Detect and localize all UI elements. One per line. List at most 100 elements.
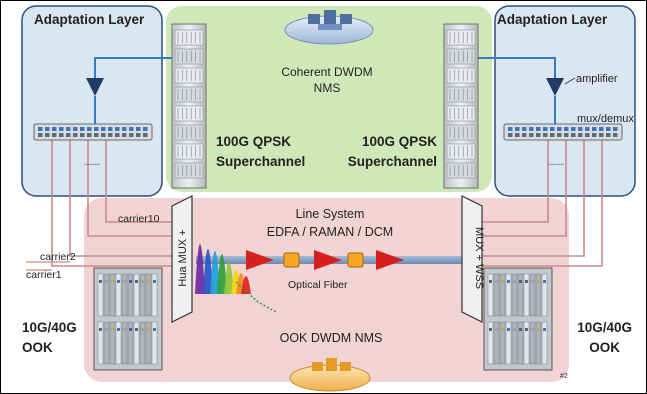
chassis-card — [511, 321, 518, 365]
chassis-card — [499, 273, 506, 317]
port-connector — [564, 127, 569, 131]
port-connector — [52, 127, 57, 131]
port-connector — [129, 127, 134, 131]
line-amplifier-icon-1 — [246, 250, 274, 270]
spectrum-lobe — [217, 254, 227, 294]
port-connector — [592, 133, 597, 137]
port-connector — [45, 127, 50, 131]
chassis-led — [513, 328, 516, 331]
ook-chassis-left — [93, 267, 163, 371]
ook-nms-label: OOK DWDM NMS — [280, 331, 383, 345]
amplifier-icon-left — [86, 78, 104, 96]
spectrum-lobe — [210, 251, 220, 294]
ook-right-line2: OOK — [589, 340, 620, 355]
port-connector — [94, 133, 99, 137]
chassis-led — [141, 280, 144, 283]
port-connector — [108, 127, 113, 131]
rack-slot — [174, 105, 204, 122]
port-connector — [136, 133, 141, 137]
chassis-card — [145, 273, 152, 317]
chassis-led — [543, 328, 546, 331]
chassis-card — [97, 273, 104, 317]
chassis-led — [153, 328, 156, 331]
ook-chassis-right — [483, 267, 553, 371]
chassis-led — [537, 328, 540, 331]
port-connector — [606, 133, 611, 137]
port-connector — [571, 127, 576, 131]
port-connector — [613, 133, 618, 137]
chassis-card — [517, 273, 524, 317]
chassis-led — [129, 280, 132, 283]
port-connector — [87, 127, 92, 131]
port-connector — [508, 127, 513, 131]
mux-block-right — [461, 195, 483, 323]
port-connector — [613, 127, 618, 131]
svg-text:▪▪▪▪▪▪▪▪▪: ▪▪▪▪▪▪▪▪▪ — [548, 162, 564, 168]
rack-slot — [174, 124, 204, 141]
adaptation-layer-title-left: Adaptation Layer — [34, 12, 145, 27]
line-system-title: Line System — [296, 207, 365, 221]
svg-text:▪▪▪▪▪▪▪▪▪: ▪▪▪▪▪▪▪▪▪ — [84, 162, 100, 168]
carrier-lines — [51, 134, 603, 267]
coherent-nms-label-line1: Coherent DWDM — [281, 65, 372, 79]
rack-slot — [446, 29, 476, 46]
chassis-card — [493, 273, 500, 317]
chassis-card — [541, 273, 548, 317]
slide-number: #2 — [560, 373, 568, 380]
rack-slot — [446, 105, 476, 122]
chassis-led — [513, 280, 516, 283]
port-connector — [73, 127, 78, 131]
port-connector — [136, 127, 141, 131]
port-connector — [66, 133, 71, 137]
port-connector — [80, 127, 85, 131]
superchannel-left-line1: 100G QPSK — [216, 134, 291, 149]
port-connector — [73, 133, 78, 137]
chassis-card — [505, 321, 512, 365]
rack-slot — [174, 48, 204, 65]
chassis-card — [103, 273, 110, 317]
port-connector — [94, 127, 99, 131]
chassis-led — [525, 280, 528, 283]
chassis-led — [519, 280, 522, 283]
port-connector — [508, 133, 513, 137]
chassis-led — [117, 280, 120, 283]
chassis-card — [529, 321, 536, 365]
port-connector — [115, 133, 120, 137]
chassis-led — [141, 328, 144, 331]
chassis-card — [109, 273, 116, 317]
rack-slot — [174, 162, 204, 179]
chassis-led — [489, 328, 492, 331]
mux-right-label: MUX + WSS — [473, 227, 485, 289]
chassis-card — [145, 321, 152, 365]
port-connector — [550, 133, 555, 137]
dcm-module-icon-2 — [347, 252, 364, 268]
coherent-nms-cloud-icon — [284, 10, 374, 45]
port-connector — [585, 127, 590, 131]
port-connector — [536, 133, 541, 137]
chassis-led — [507, 328, 510, 331]
port-connector — [129, 133, 134, 137]
chassis-led — [147, 328, 150, 331]
chassis-led — [531, 328, 534, 331]
chassis-led — [99, 328, 102, 331]
line-system-subtitle: EDFA / RAMAN / DCM — [267, 225, 393, 239]
port-connector — [536, 127, 541, 131]
chassis-card — [133, 321, 140, 365]
chassis-card — [529, 273, 536, 317]
carrier2-label: carrier2 — [40, 251, 76, 263]
port-connector — [564, 133, 569, 137]
chassis-led — [507, 280, 510, 283]
superchannel-right-line1: 100G QPSK — [362, 134, 437, 149]
line-amplifier-icon-3 — [376, 250, 404, 270]
port-connector — [543, 133, 548, 137]
ook-left-line2: OOK — [22, 340, 53, 355]
port-connector — [38, 133, 43, 137]
port-connector — [543, 127, 548, 131]
chassis-card — [115, 321, 122, 365]
chassis-led — [129, 328, 132, 331]
coherent-nms-label-line2: NMS — [314, 81, 341, 95]
port-connector — [108, 133, 113, 137]
chassis-led — [537, 280, 540, 283]
chassis-led — [123, 280, 126, 283]
rack-slot — [174, 29, 204, 46]
